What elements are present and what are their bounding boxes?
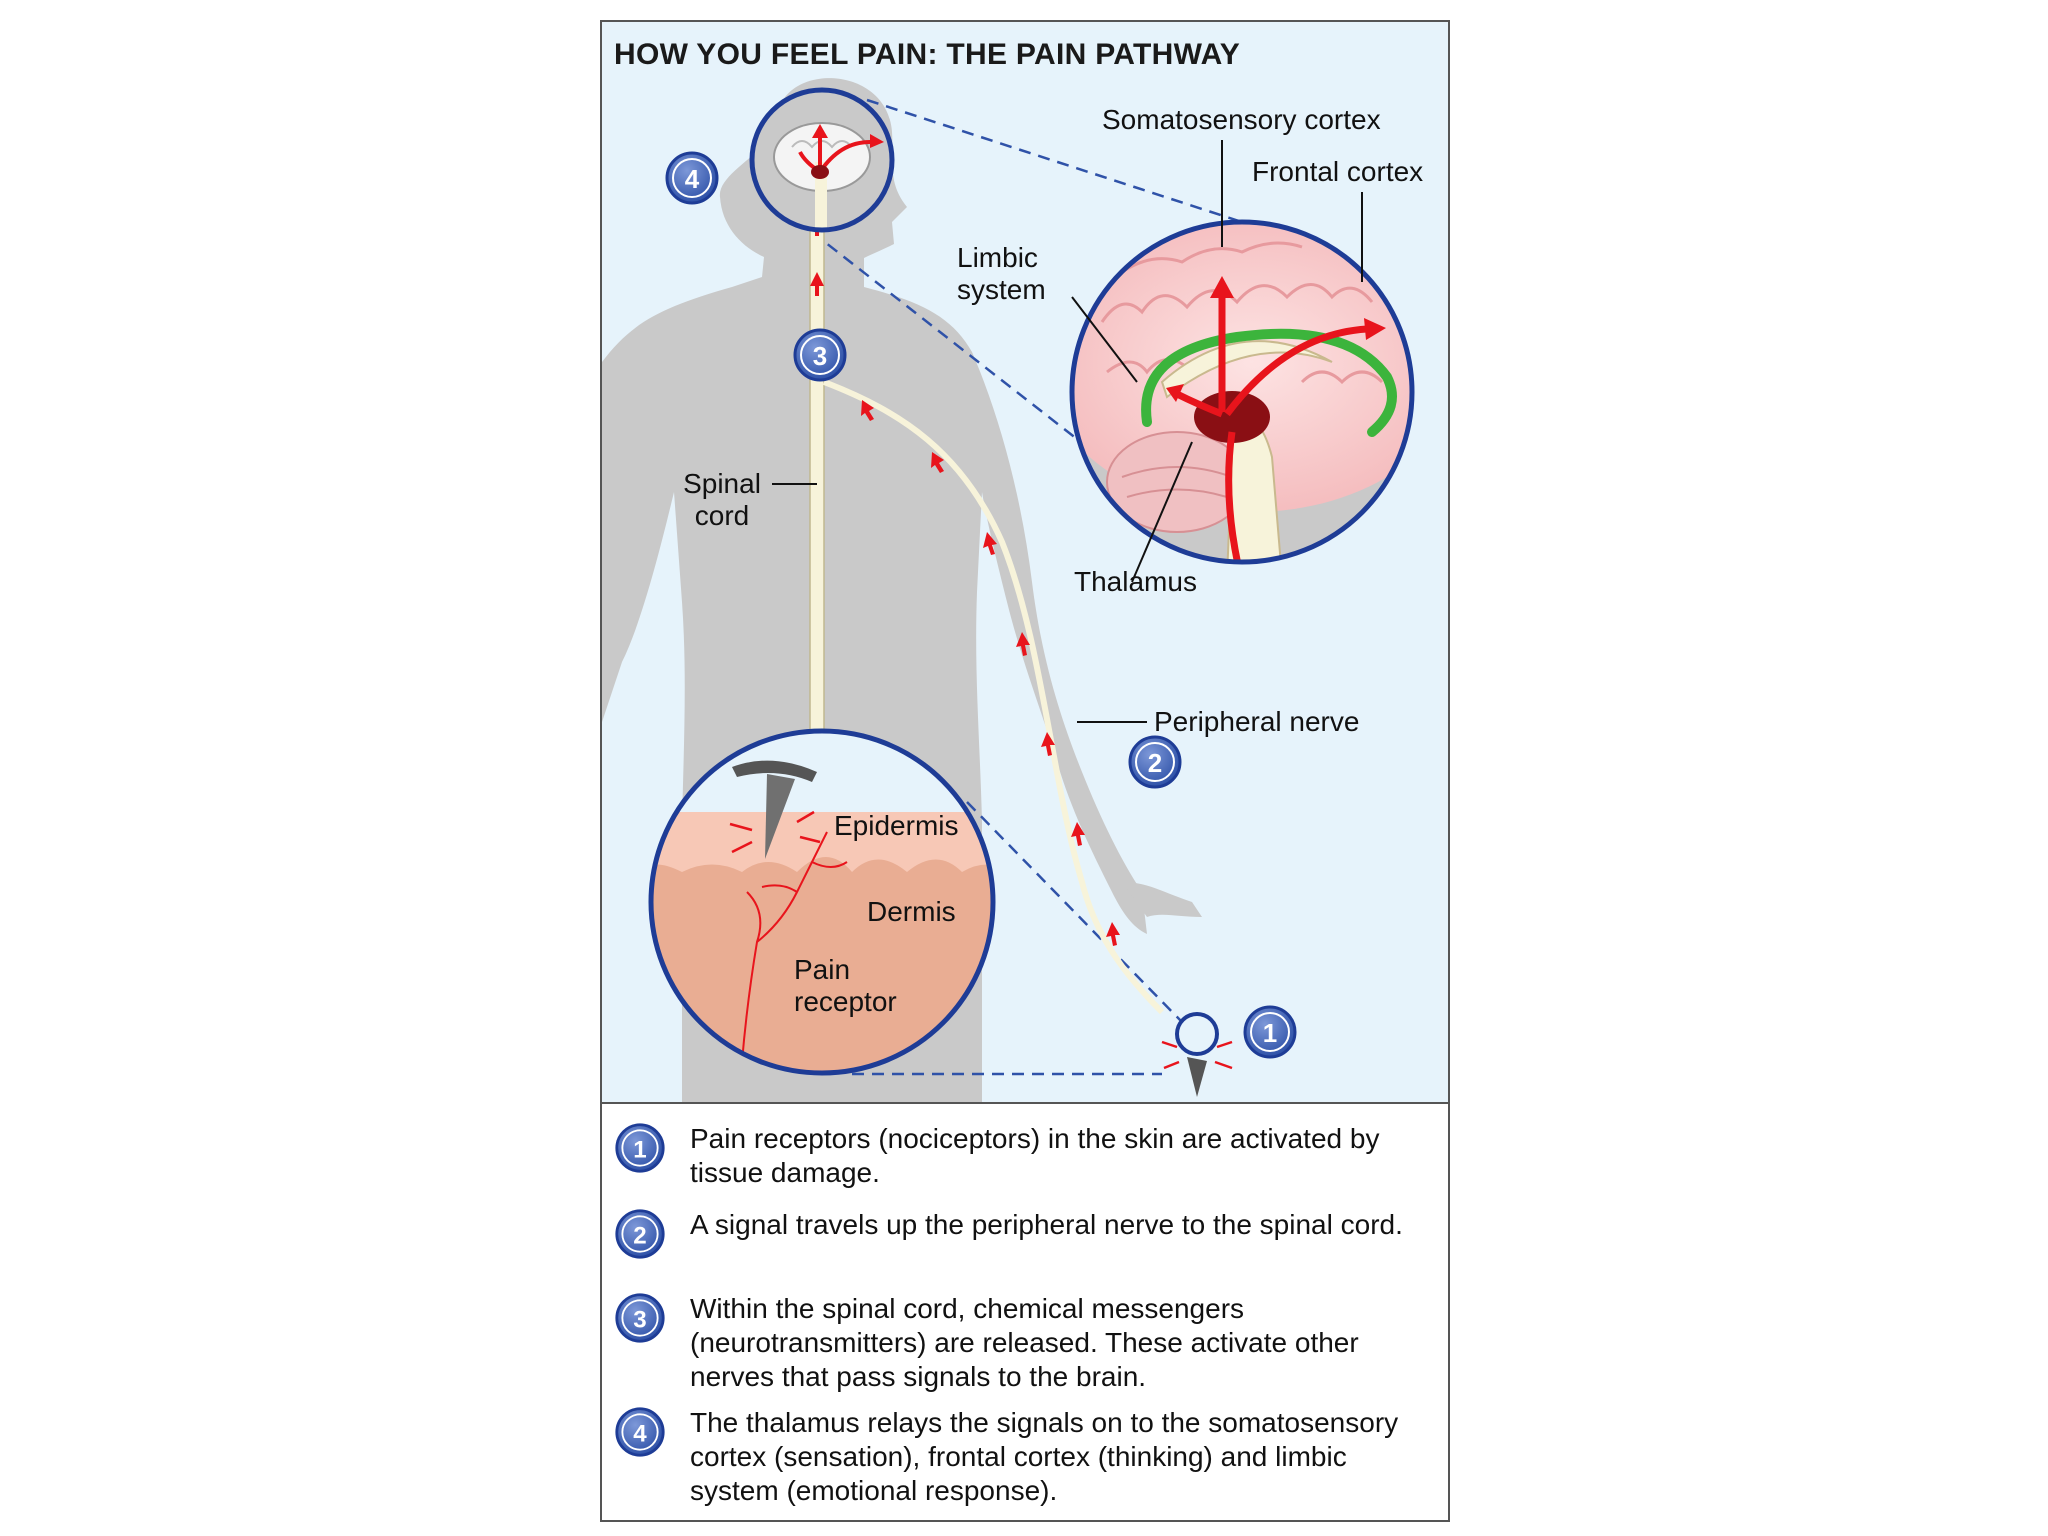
- step-3-number: 3: [633, 1306, 646, 1333]
- step-3-badge: 3: [615, 1293, 665, 1343]
- badge-1: 1: [1243, 1005, 1297, 1059]
- step-1-text: Pain receptors (nociceptors) in the skin…: [690, 1123, 1380, 1188]
- label-pain-receptor: Pain receptor: [794, 954, 897, 1017]
- badge-4: 4: [665, 151, 719, 205]
- connector-lines: [811, 98, 1243, 1076]
- figure-title: HOW YOU FEEL PAIN: THE PAIN PATHWAY: [614, 38, 1241, 71]
- label-spinal-cord: Spinal cord: [683, 468, 761, 531]
- label-limbic-system: Limbic system: [957, 242, 1046, 305]
- step-3-text: Within the spinal cord, chemical messeng…: [690, 1293, 1359, 1392]
- label-frontal-cortex: Frontal cortex: [1252, 156, 1424, 187]
- step-2-text: A signal travels up the peripheral nerve…: [690, 1209, 1403, 1240]
- label-somatosensory-cortex: Somatosensory cortex: [1102, 104, 1381, 135]
- step-2-number: 2: [633, 1222, 646, 1249]
- step-1-number: 1: [633, 1136, 646, 1163]
- label-thalamus: Thalamus: [1074, 566, 1197, 597]
- head-inset: [749, 87, 895, 233]
- step-4-text: The thalamus relays the signals on to th…: [690, 1407, 1399, 1506]
- step-1-badge: 1: [615, 1123, 665, 1173]
- step-4-number: 4: [633, 1420, 647, 1447]
- badge-2: 2: [1128, 735, 1182, 789]
- skin-inset: [648, 728, 996, 1076]
- step-2-badge: 2: [615, 1209, 665, 1259]
- label-peripheral-nerve: Peripheral nerve: [1154, 706, 1360, 737]
- step-4-badge: 4: [615, 1407, 665, 1457]
- brain-inset: [1069, 219, 1415, 565]
- label-dermis: Dermis: [867, 896, 956, 927]
- pain-pathway-figure: HOW YOU FEEL PAIN: THE PAIN PATHWAY Soma…: [600, 20, 1450, 1522]
- badge-2-number: 2: [1148, 748, 1162, 778]
- badge-4-number: 4: [685, 164, 700, 194]
- badge-3-number: 3: [813, 341, 827, 371]
- finger-inset: [1161, 1012, 1233, 1097]
- steps-legend: 1 Pain receptors (nociceptors) in the sk…: [602, 1104, 1448, 1520]
- peripheral-nerve: [822, 379, 1165, 1015]
- brain-leader-lines: [762, 140, 1363, 971]
- badge-3: 3: [793, 328, 847, 382]
- badge-1-number: 1: [1263, 1018, 1277, 1048]
- diagram-panel: HOW YOU FEEL PAIN: THE PAIN PATHWAY Soma…: [602, 22, 1448, 1104]
- label-epidermis: Epidermis: [834, 810, 959, 841]
